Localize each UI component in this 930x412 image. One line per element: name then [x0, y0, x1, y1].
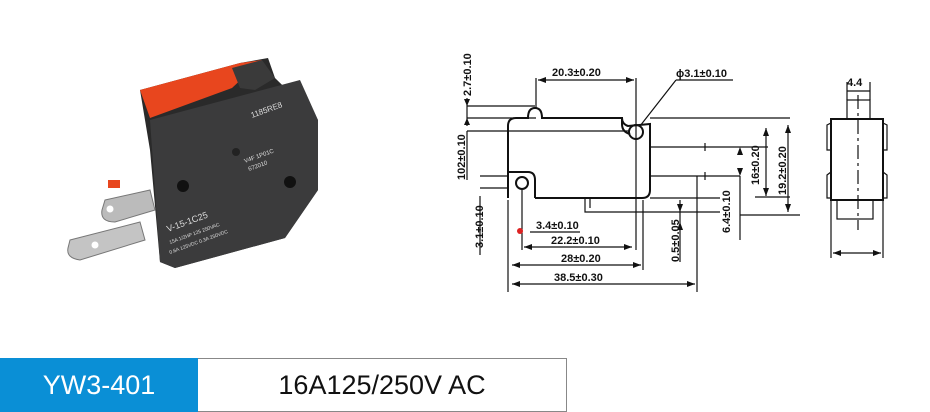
- dim-total-length: 38.5±0.30: [554, 272, 603, 284]
- switch-outline: [507, 106, 735, 213]
- switch-body: [140, 58, 318, 268]
- dim-hole-center: 3.4±0.10: [536, 220, 579, 232]
- dimension-lines: [466, 78, 800, 292]
- actuator-lever: [140, 60, 262, 118]
- dim-body-height: 16±0.20: [750, 145, 762, 185]
- actuator-button: [232, 60, 275, 90]
- dim-terminal-pitch: 6.4±0.10: [721, 190, 733, 233]
- model-label: YW3-401: [0, 358, 198, 412]
- dim-side-width: 4.4: [847, 77, 863, 89]
- rating-label: 16A125/250V AC: [198, 358, 567, 412]
- terminals: [67, 180, 156, 261]
- dim-gap: 0.5±0.05: [670, 219, 682, 262]
- arrowheads: [464, 77, 791, 287]
- dim-hole-offset: 102±0.10: [456, 134, 468, 180]
- dim-actuator-height: 2.7±0.10: [462, 53, 474, 96]
- dim-hole-dia: ϕ3.1±0.10: [676, 68, 727, 80]
- dim-top-width: 20.3±0.20: [552, 67, 601, 79]
- dim-body-length: 28±0.20: [561, 253, 601, 265]
- dim-lower-hole: 3.1±0.10: [474, 205, 486, 248]
- mounting-hole: [515, 176, 529, 190]
- side-outline: [826, 82, 888, 258]
- dim-total-height: 19.2±0.20: [777, 146, 789, 195]
- dim-hole-span: 22.2±0.10: [551, 235, 600, 247]
